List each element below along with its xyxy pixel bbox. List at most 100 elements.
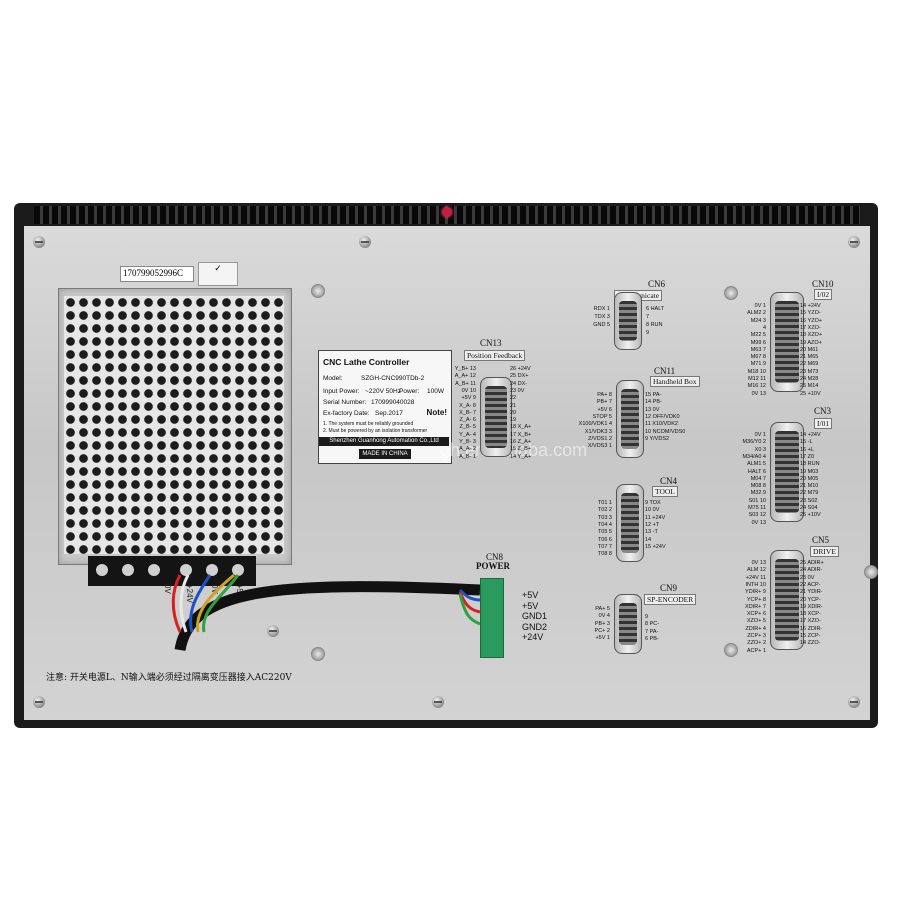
- cn13-pins-icon: [485, 386, 507, 448]
- cn5-pin-label: ZDIR+ 4: [745, 625, 766, 632]
- cn10-pin-label: 15 YZO-: [800, 310, 821, 317]
- cn13-pin-label: A_A- 2: [459, 446, 476, 453]
- cn10-pin-label: 14 +24V: [800, 303, 821, 309]
- cn3-pin-label: 17 Z0: [800, 453, 815, 460]
- cn13-subtitle: Position Feedback: [464, 350, 526, 361]
- cn13-connector[interactable]: [480, 377, 512, 457]
- cn3-pin-label: 14 +24V: [800, 432, 821, 438]
- cn10-pin-label: 0V 1: [754, 303, 766, 309]
- label-date-key: Ex-factory Date:: [323, 410, 370, 417]
- cn4-connector[interactable]: [616, 484, 644, 562]
- standoff-icon: [311, 647, 325, 661]
- cn4-subtitle: TOOL: [652, 486, 678, 497]
- cn5-pin-label: ZCP+ 3: [747, 633, 766, 639]
- cn11-connector[interactable]: [616, 380, 644, 458]
- cn3-pin-label: 24 S04: [800, 505, 818, 511]
- cn5-pin-label: 16 ZDIR-: [800, 625, 823, 632]
- cn5-pin-label: +24V 11: [745, 574, 766, 581]
- cn5-pin-label: 14 ZZO-: [800, 640, 821, 647]
- cn5-pin-label: 17 XZO-: [800, 618, 821, 625]
- cn13-pin-label: 20: [510, 409, 517, 416]
- cn10-pin-label: M12 11: [748, 376, 766, 382]
- cn8-pin-list: +5V +5V GND1 GND2 +24V: [522, 590, 547, 643]
- cn4-pin-label: T05 5: [597, 529, 612, 536]
- cn5-pin-label: ZZO+ 2: [747, 640, 766, 647]
- cn3-pin-label: S01 10: [748, 497, 766, 504]
- cn3-pin-label: 0V 1: [754, 432, 766, 438]
- cn11-pin-label: 10 NCOM/VDS0: [645, 428, 686, 435]
- power-cable: [171, 573, 481, 652]
- cn9-pin-label: PC+ 2: [594, 627, 610, 634]
- cn11-pin-label: Z/VDS1 2: [588, 435, 612, 442]
- cn13-pin-label: Y_A- 4: [459, 431, 476, 438]
- cn5-pin-label: 24 ADIR-: [800, 567, 823, 574]
- cn6-pin-label: 9: [646, 330, 650, 336]
- cn8-pin: +5V: [522, 600, 539, 611]
- cn6-connector[interactable]: [614, 292, 642, 350]
- cn5-pin-label: 23 0V: [800, 574, 815, 581]
- label-power-key: Power:: [399, 388, 420, 395]
- cn6-title: CN6: [648, 279, 666, 289]
- cn13-pin-label: A_B+ 11: [455, 380, 476, 387]
- label-line2: 2. Must be powered by an isolation trans…: [323, 428, 428, 434]
- cn4-pin-label: 13 -T: [645, 529, 658, 536]
- cn9-connector[interactable]: [614, 594, 642, 654]
- cn13-pin-label: X_A- 8: [459, 402, 476, 409]
- cn8-pin: +24V: [522, 632, 544, 642]
- cn11-pin-label: 11 X10/VDK2: [645, 421, 678, 428]
- standoff-icon: [864, 565, 878, 579]
- cn3-pin-label: HALT 6: [747, 468, 766, 475]
- psu-mesh-icon: [64, 296, 284, 554]
- cn5-pin-label: XCP+ 6: [746, 611, 766, 618]
- standoff-icon: [724, 643, 738, 657]
- cn5-pin-label: XZO+ 5: [746, 618, 766, 625]
- cn8-terminal[interactable]: [480, 578, 504, 658]
- cn13-pin-label: 23 0V: [510, 387, 525, 394]
- cn6-pin-label: GND 5: [593, 322, 610, 328]
- cn3-pin-label: M36/Y0 2: [742, 439, 766, 446]
- cn6-pins-icon: [619, 301, 637, 341]
- cn13-pin-label: Y_B- 3: [459, 439, 476, 445]
- cn3-pin-label: 22 M79: [800, 490, 819, 497]
- label-input-key: Input Power:: [323, 388, 360, 395]
- cn3-pin-label: 18 RUN: [800, 461, 820, 468]
- cn4-title: CN4: [660, 476, 678, 486]
- cn10-pin-label: M71 9: [750, 361, 766, 368]
- cn11-pin-label: X100/VDK1 4: [578, 421, 612, 428]
- cn6-pin-label: RDX 1: [593, 306, 610, 312]
- screw-icon: [267, 625, 279, 637]
- cn13-pin-label: 15 Z_B+: [510, 446, 531, 453]
- cn9-pin-label: 8 PC-: [645, 621, 660, 628]
- cn13-pin-label: 24 DX-: [510, 380, 528, 387]
- cn5-pin-label: INTH 10: [745, 581, 766, 588]
- cn8-title: CN8: [486, 552, 504, 562]
- cn3-pin-label: M08 8: [750, 483, 766, 490]
- cn9-pin-label: 9: [645, 614, 649, 620]
- terminal-screw-icon: [148, 564, 160, 576]
- cn3-connector[interactable]: [770, 422, 804, 522]
- serial-sticker: 170799052996C: [120, 266, 194, 282]
- cn4-pin-label: T06 6: [597, 536, 612, 543]
- screw-icon: [359, 236, 371, 248]
- cn5-connector[interactable]: [770, 550, 804, 650]
- cn9-pins-icon: [619, 603, 637, 645]
- standoff-icon: [724, 286, 738, 300]
- cn3-pin-label: 25 +10V: [800, 512, 821, 519]
- cn10-connector[interactable]: [770, 292, 804, 392]
- cn5-pin-label: 0V 13: [751, 560, 766, 566]
- cn10-pin-label: 25 +10V: [800, 390, 821, 397]
- cn8-subtitle: POWER: [476, 561, 511, 571]
- cn3-pin-label: 16 +L: [800, 446, 814, 453]
- label-made: MADE IN CHINA: [359, 449, 411, 459]
- cn4-pins-icon: [621, 493, 639, 553]
- cn5-pin-label: ACP+ 1: [746, 647, 766, 654]
- cn4-pin-label: T08 8: [597, 551, 612, 558]
- cn4-pin-label: 10 0V: [645, 507, 660, 514]
- cn10-pins-icon: [775, 301, 799, 383]
- cn13-pin-label: +5V 9: [461, 395, 476, 402]
- cn11-pin-label: 12 OFF/VDK0: [645, 413, 680, 420]
- cn8-pin: +5V: [522, 590, 539, 600]
- cn11-pin-label: 14 PB-: [645, 399, 662, 406]
- cn9-title: CN9: [660, 583, 678, 593]
- cn10-pin-label: M99 6: [750, 339, 766, 346]
